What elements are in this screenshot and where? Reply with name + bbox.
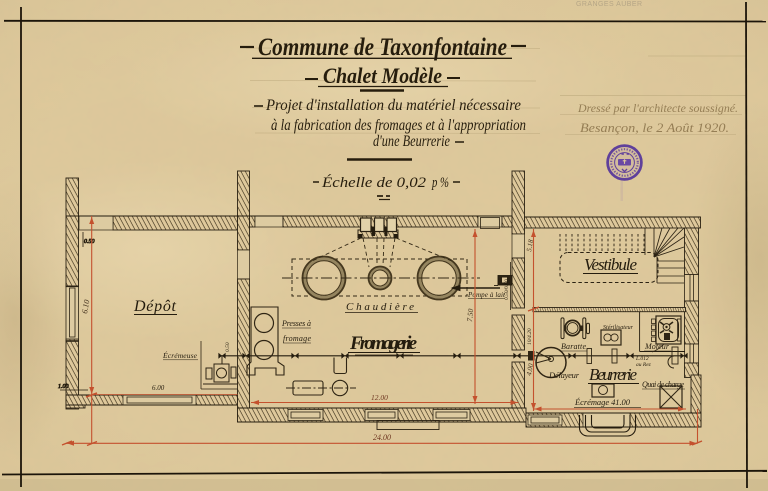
svg-text:Délayeur: Délayeur — [548, 370, 580, 380]
svg-text:Presses à: Presses à — [281, 319, 311, 328]
svg-text:Besançon, le 2 Août 1920.: Besançon, le 2 Août 1920. — [580, 121, 729, 135]
svg-text:0.50: 0.50 — [225, 342, 231, 352]
svg-text:Moteur: Moteur — [644, 342, 670, 351]
svg-text:Chaudière: Chaudière — [346, 301, 414, 313]
svg-text:1.00: 1.00 — [58, 384, 69, 390]
svg-text:Projet d'installation du matér: Projet d'installation du matériel nécess… — [265, 97, 521, 114]
svg-text:5.18: 5.18 — [525, 238, 535, 252]
svg-text:fromage: fromage — [283, 334, 311, 343]
svg-text:0.50: 0.50 — [84, 239, 95, 245]
svg-text:Baratte: Baratte — [561, 342, 586, 351]
svg-text:Stérilisateur: Stérilisateur — [603, 325, 634, 331]
svg-text:Dépôt: Dépôt — [133, 298, 177, 315]
svg-text:0.50/0.60: 0.50/0.60 — [504, 279, 510, 300]
svg-text:6.10: 6.10 — [80, 299, 91, 314]
svg-text:6.00: 6.00 — [152, 384, 165, 392]
svg-text:GRANGES AUBER: GRANGES AUBER — [576, 1, 642, 8]
svg-text:24.00: 24.00 — [373, 433, 391, 442]
svg-text:7.50: 7.50 — [465, 308, 475, 322]
svg-text:L.012: L.012 — [635, 356, 649, 362]
svg-text:Échelle de 0,02: Échelle de 0,02 — [321, 174, 427, 191]
svg-text:10/4.20: 10/4.20 — [526, 328, 533, 345]
svg-text:à la fabrication des fromages: à la fabrication des fromages et à l'app… — [271, 117, 526, 134]
svg-text:Écrémage 41.00: Écrémage 41.00 — [574, 397, 631, 407]
svg-text:Dressé par l'architecte soussi: Dressé par l'architecte soussigné. — [577, 101, 738, 115]
svg-text:12.00: 12.00 — [371, 393, 388, 402]
svg-text:Chalet Modèle: Chalet Modèle — [323, 63, 442, 88]
svg-text:au Rez: au Rez — [636, 362, 652, 368]
svg-text:p %: p % — [431, 175, 449, 191]
svg-text:Vestibule: Vestibule — [584, 255, 637, 274]
svg-text:Quai de charge: Quai de charge — [642, 380, 684, 389]
svg-text:Fromagerie: Fromagerie — [349, 333, 418, 354]
svg-text:Beurrerie: Beurrerie — [589, 365, 637, 384]
svg-text:Écrémeuse: Écrémeuse — [162, 350, 198, 360]
svg-text:Pompe à lait: Pompe à lait — [467, 291, 506, 299]
svg-text:d'une Beurrerie: d'une Beurrerie — [373, 133, 450, 150]
svg-text:4.00: 4.00 — [525, 362, 535, 376]
svg-text:Commune de Taxonfontaine: Commune de Taxonfontaine — [258, 34, 507, 61]
